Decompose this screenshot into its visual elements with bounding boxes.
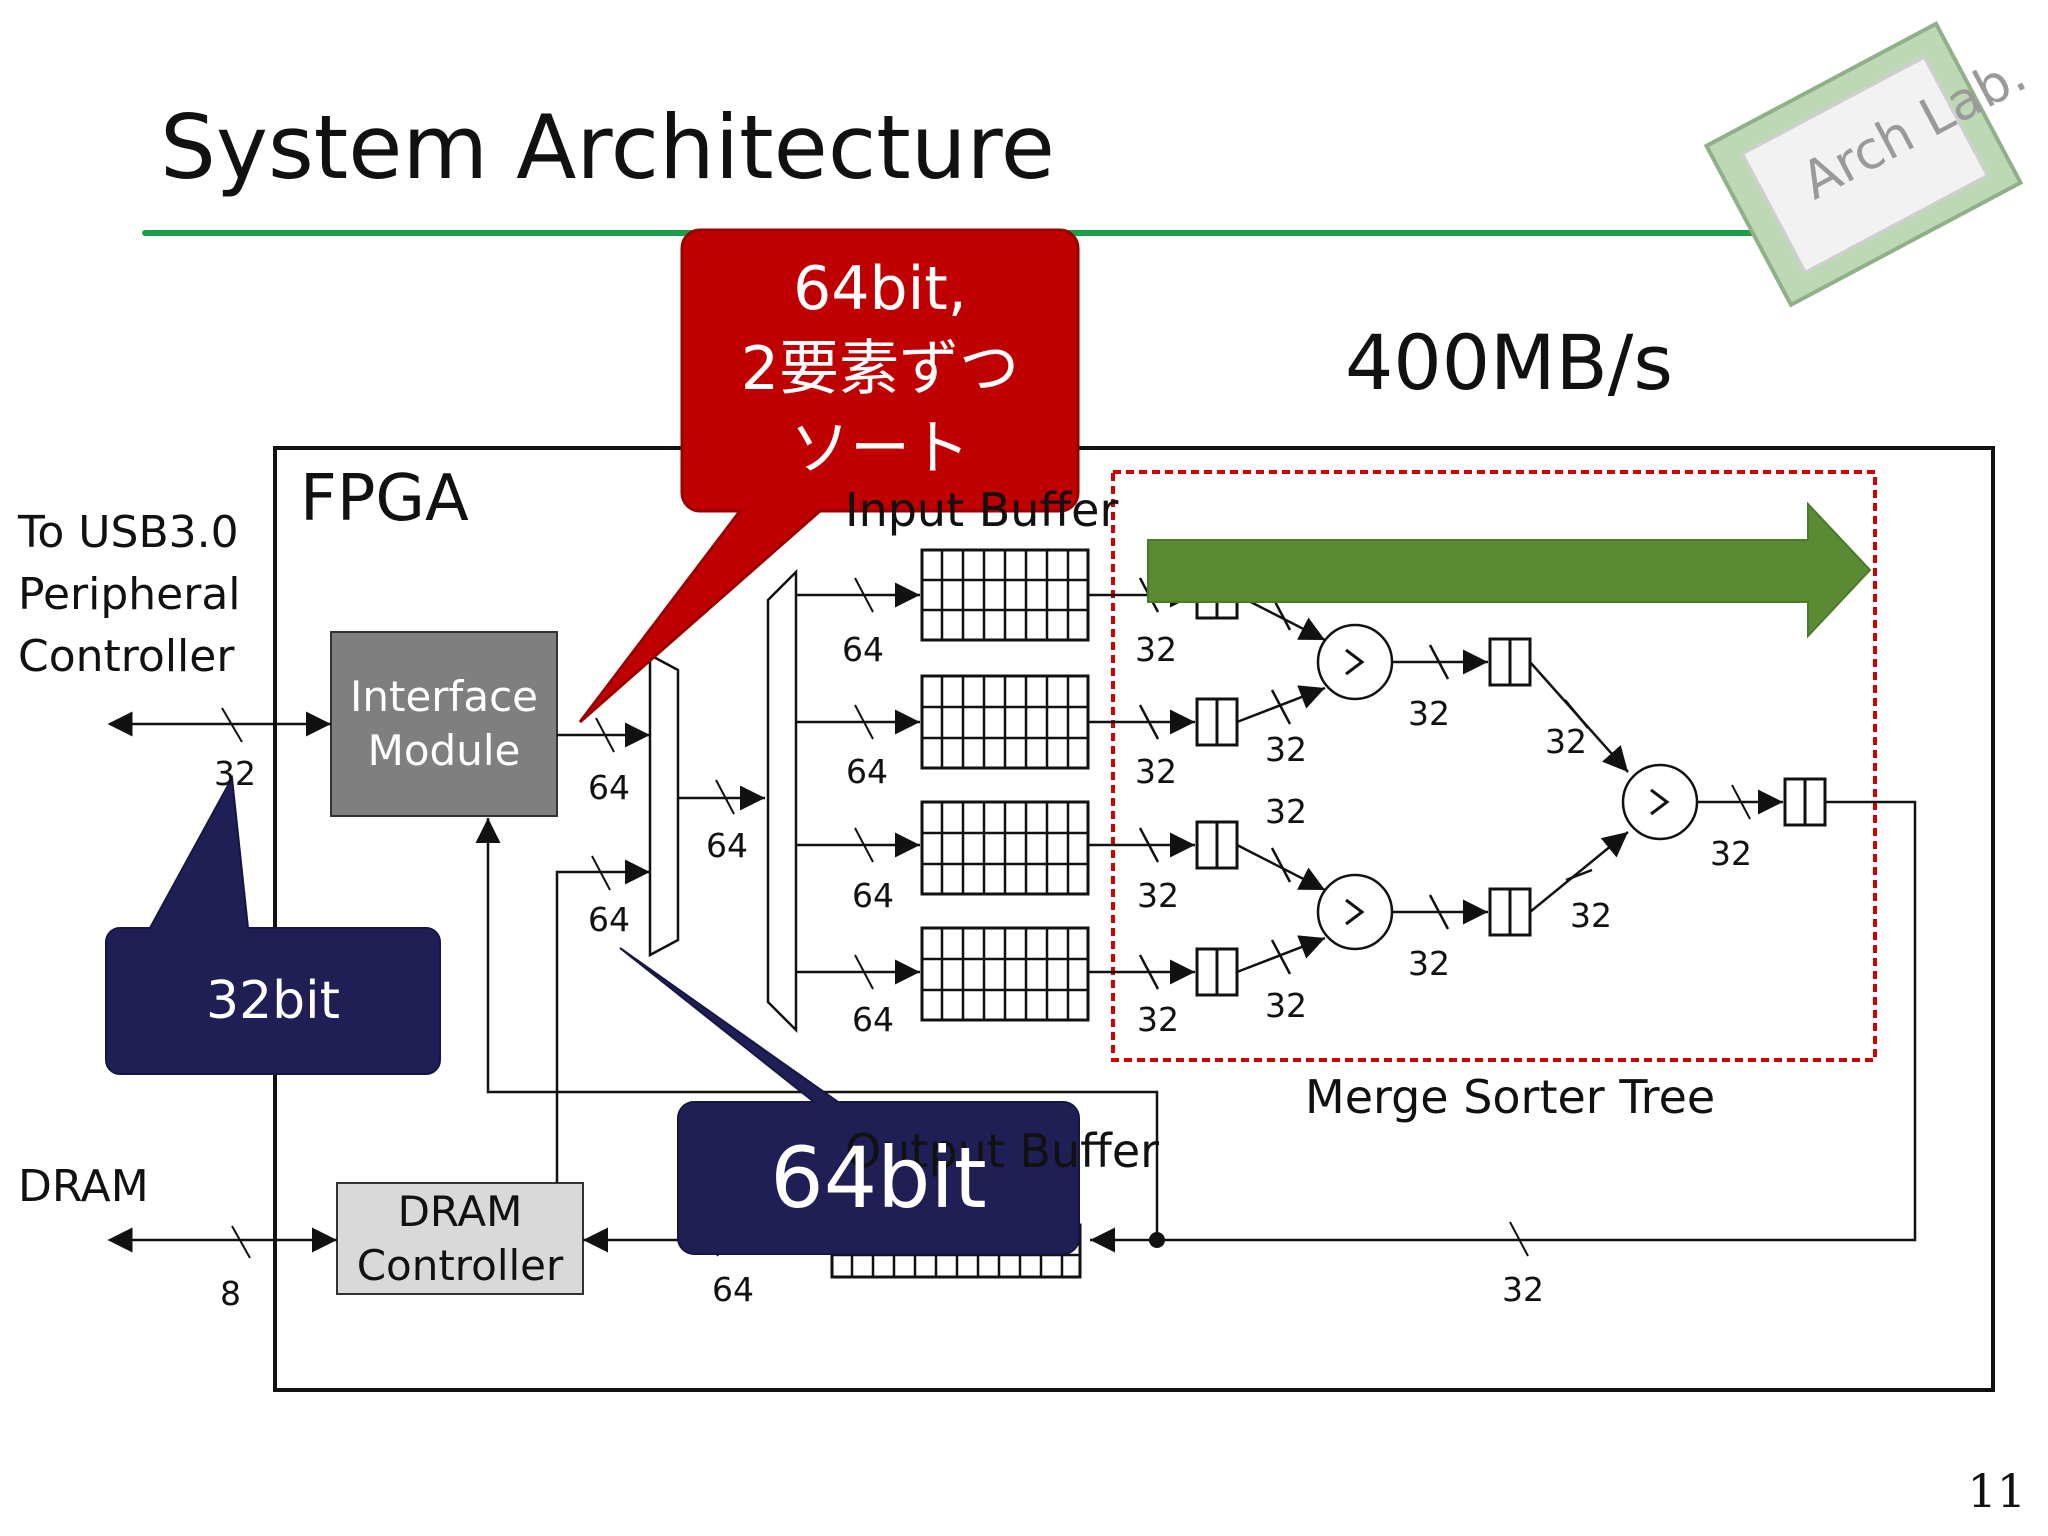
fpga-label: FPGA — [300, 462, 469, 536]
throughput-label: 400MB/s — [1345, 318, 1673, 407]
dram-controller-label: DRAM Controller — [356, 1186, 564, 1290]
bus-width-label: 64 — [706, 826, 748, 865]
bus-width-label: 32 — [1265, 792, 1307, 831]
fpga-boundary — [273, 446, 1995, 1392]
bus-width-label: 64 — [842, 630, 884, 669]
navy-large-callout-shape — [619, 947, 1080, 1255]
bus-width-label: 32 — [1408, 694, 1450, 733]
navy-large-callout-text: 64bit — [770, 1129, 987, 1227]
feedback-line — [1090, 800, 1917, 1253]
throughput-arrow — [1147, 501, 1872, 639]
input-demux — [766, 568, 798, 1034]
bus-width-label: 32 — [1137, 876, 1179, 915]
bus-width-label: 64 — [588, 768, 630, 807]
bus-width-label: 64 — [588, 900, 630, 939]
bus-width-label: 32 — [214, 754, 256, 793]
dram-label: DRAM — [18, 1161, 149, 1212]
mid-fifos — [1488, 637, 1532, 937]
root-fifo — [1783, 777, 1827, 827]
bus-width-label: 64 — [846, 752, 888, 791]
bus-width-label: 32 — [1570, 896, 1612, 935]
bus-width-label: 64 — [852, 1000, 894, 1039]
bus-width-label: 8 — [220, 1274, 241, 1313]
input-mux — [648, 652, 680, 958]
dram-controller-box — [336, 1182, 584, 1295]
bus-width-label: 32 — [1545, 722, 1587, 761]
bus-width-label: 64 — [712, 1270, 754, 1309]
bus-width-label: 32 — [1135, 752, 1177, 791]
comparators — [1316, 623, 1699, 951]
leaf-fifos — [1195, 570, 1239, 997]
input-buffer-caption: Input Buffer — [845, 483, 1119, 537]
merge-sorter-caption: Merge Sorter Tree — [1305, 1070, 1716, 1124]
bus-width-label: 32 — [1265, 730, 1307, 769]
page-number: 11 — [1967, 1464, 2026, 1518]
arch-lab-logo — [1703, 21, 2024, 308]
bus-width-label: 32 — [1502, 1270, 1544, 1309]
red-callout-text: 64bit, 2要素ずつ ソート — [740, 254, 1020, 484]
usb-controller-label: To USB3.0 Peripheral Controller — [18, 507, 241, 682]
bus-width-label: 32 — [1265, 986, 1307, 1025]
navy-small-callout-shape — [105, 774, 441, 1075]
interface-module-label: Interface Module — [349, 672, 539, 775]
red-callout-shape — [578, 228, 1080, 724]
bus-width-label: 32 — [1408, 944, 1450, 983]
bus-width-label: 32 — [1135, 630, 1177, 669]
page-title: System Architecture — [160, 96, 1055, 199]
merge-sorter-region — [1111, 470, 1877, 1062]
output-buffer-caption: Output Buffer — [845, 1124, 1160, 1178]
bus-width-label: 64 — [852, 876, 894, 915]
input-buffers — [796, 548, 1090, 1022]
navy-small-callout-text: 32bit — [205, 971, 340, 1031]
bus-width-label: 32 — [1137, 1000, 1179, 1039]
bus-width-label: 32 — [1710, 834, 1752, 873]
